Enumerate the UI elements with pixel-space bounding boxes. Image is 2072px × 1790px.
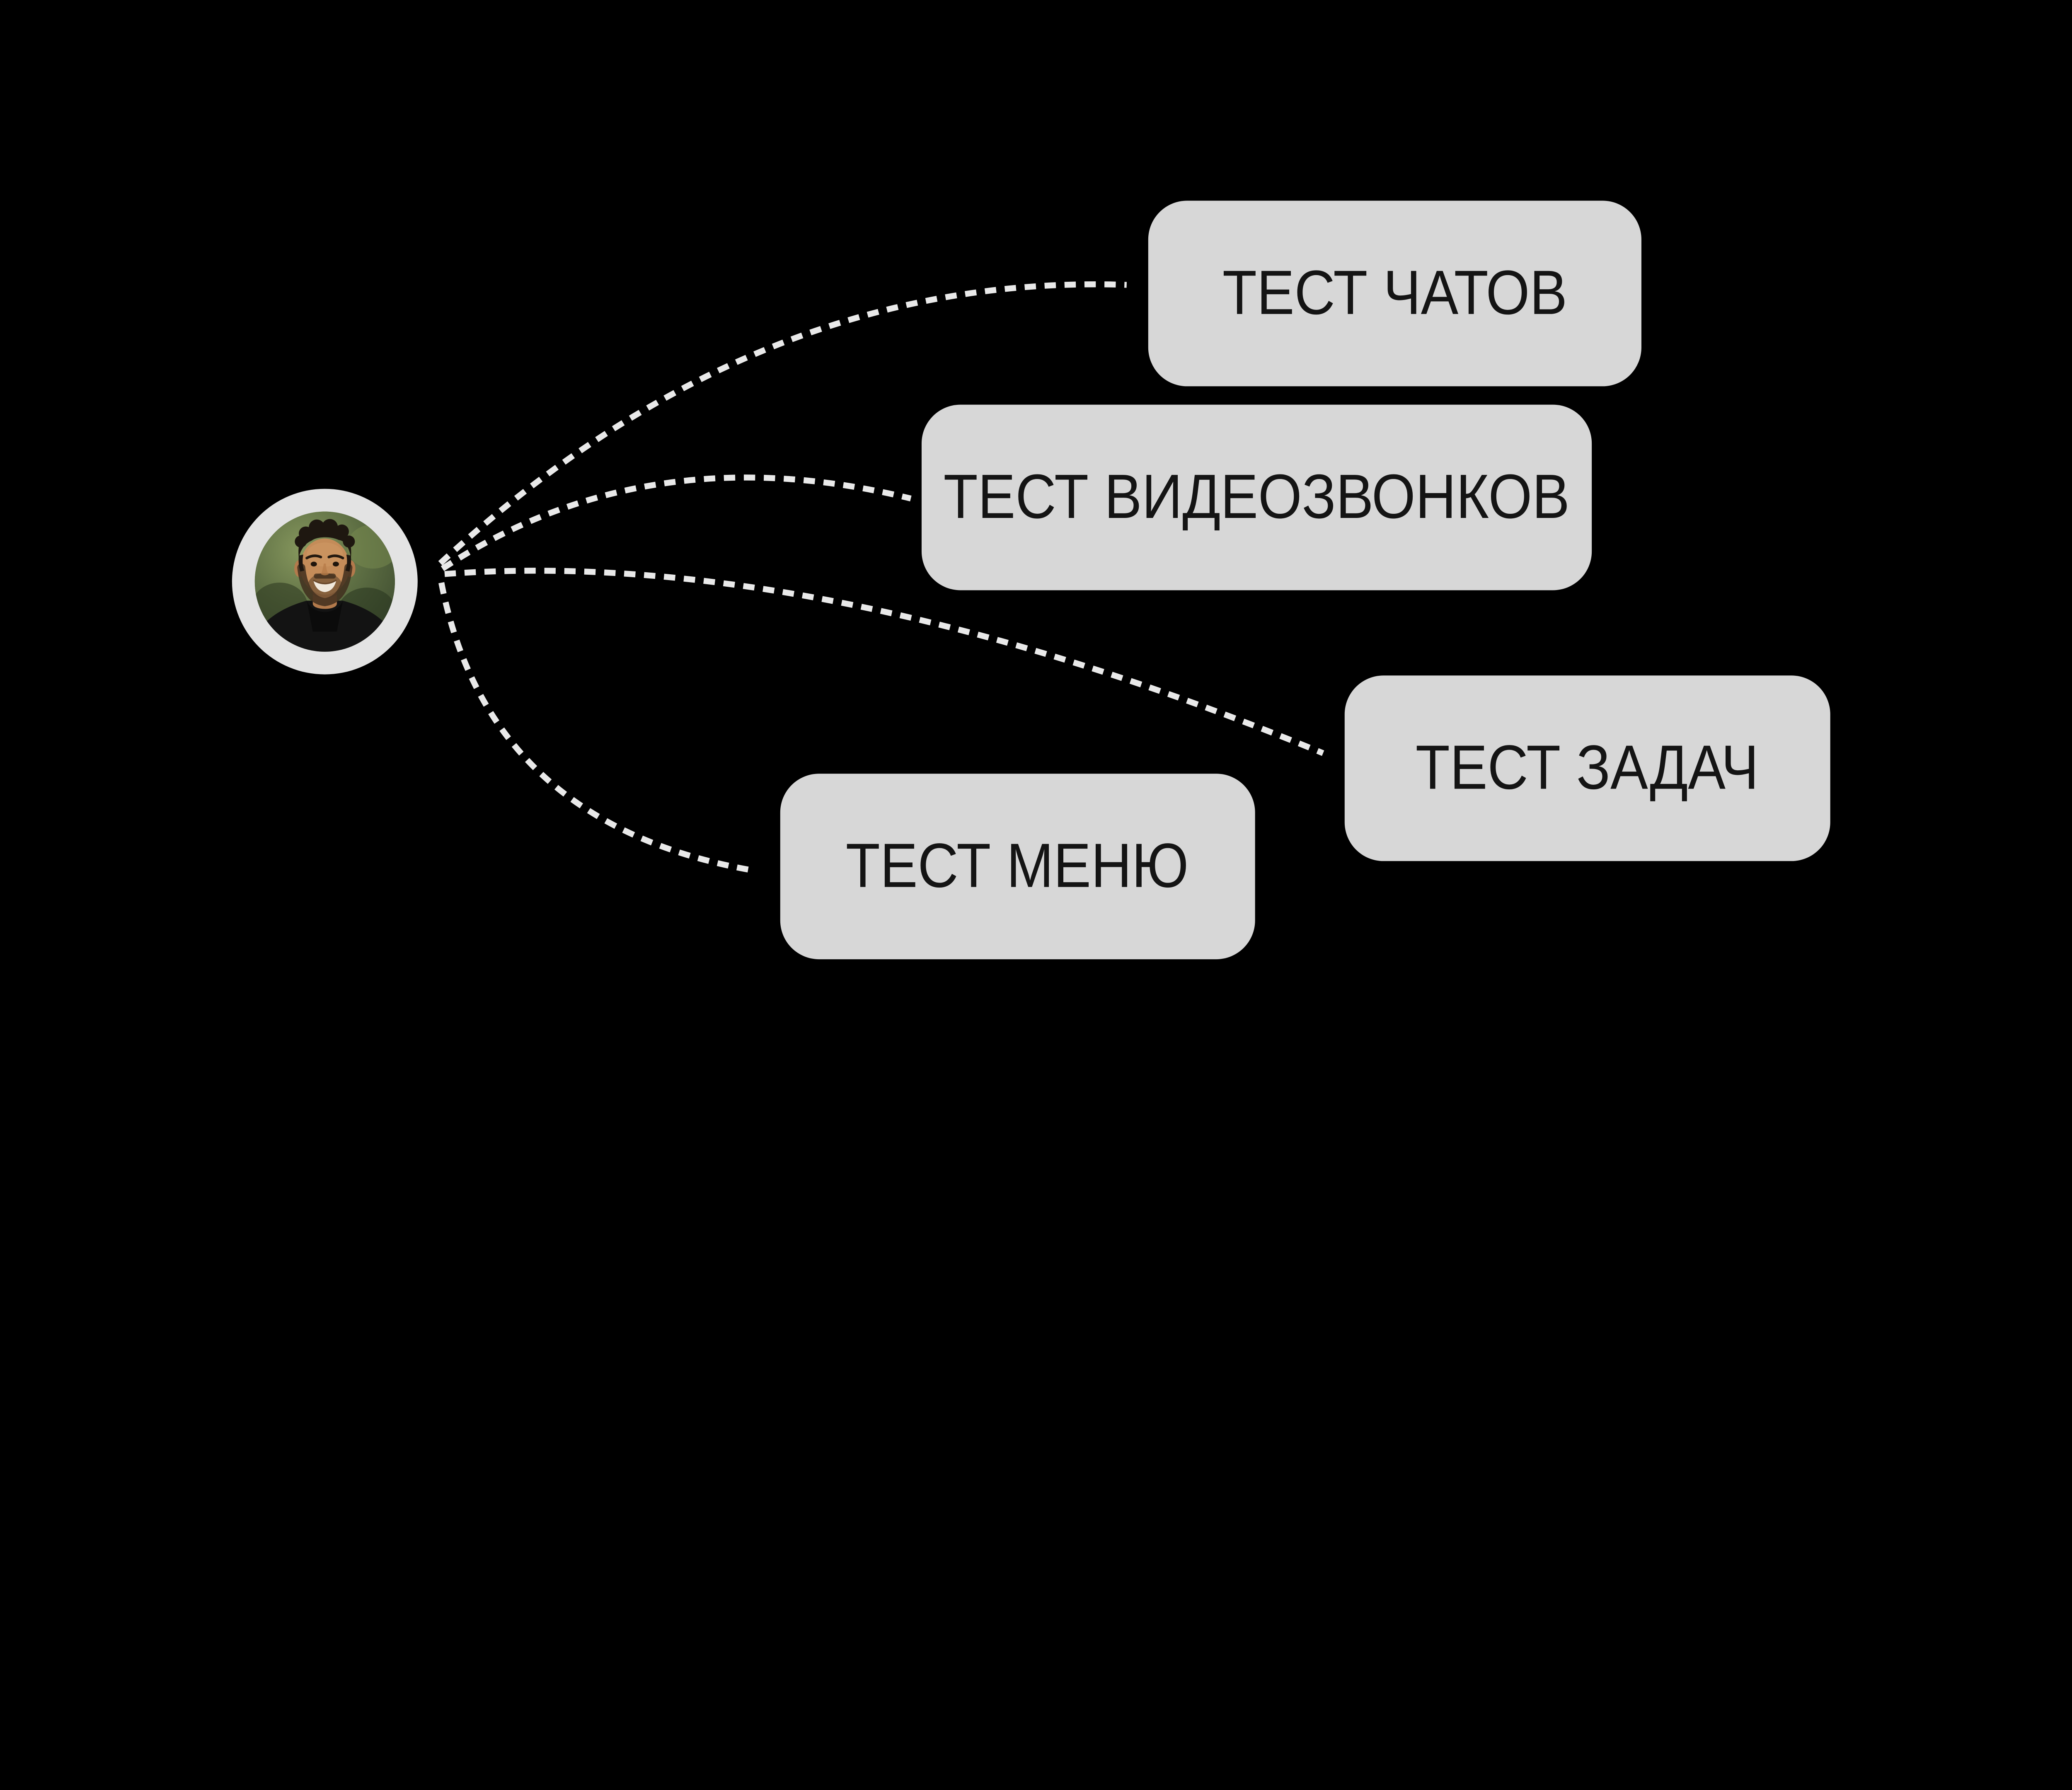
node-test-tasks[interactable]: ТЕСТ ЗАДАЧ — [1344, 675, 1830, 861]
profile-photo — [254, 511, 395, 652]
connector-tasks — [444, 568, 1324, 756]
connector-video-calls — [441, 474, 912, 571]
node-test-video-calls[interactable]: ТЕСТ ВИДЕОЗВОНКОВ — [921, 404, 1592, 590]
connectors-layer — [438, 281, 1324, 873]
node-test-menu[interactable]: ТЕСТ МЕНЮ — [780, 774, 1255, 960]
node-label: ТЕСТ ЧАТОВ — [1222, 258, 1567, 328]
central-avatar-node[interactable] — [232, 489, 418, 675]
node-label: ТЕСТ МЕНЮ — [846, 831, 1189, 901]
connector-menu — [438, 582, 750, 873]
mindmap-canvas: ТЕСТ ЧАТОВ ТЕСТ ВИДЕОЗВОНКОВ ТЕСТ ЗАДАЧ … — [232, 201, 1830, 960]
connector-chats — [438, 281, 1127, 566]
node-label: ТЕСТ ВИДЕОЗВОНКОВ — [943, 462, 1570, 532]
node-label: ТЕСТ ЗАДАЧ — [1416, 733, 1759, 803]
node-test-chats[interactable]: ТЕСТ ЧАТОВ — [1148, 201, 1641, 387]
